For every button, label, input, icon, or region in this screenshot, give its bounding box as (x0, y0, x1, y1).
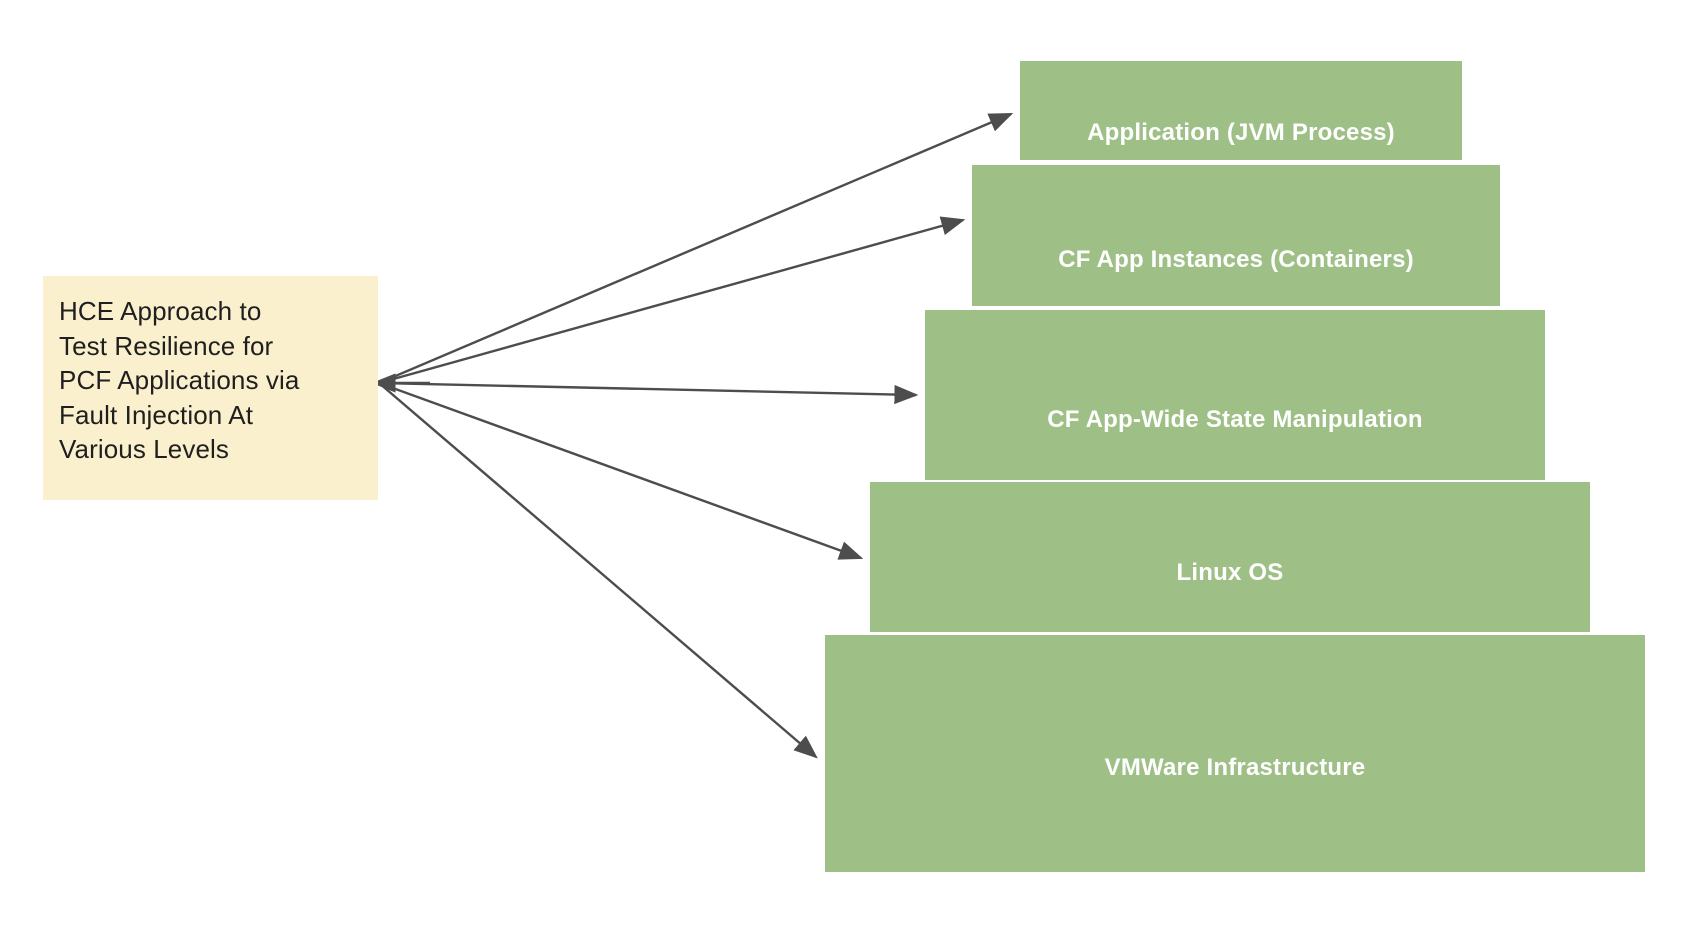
layer-box-cf-app-instances[interactable]: CF App Instances (Containers) (972, 165, 1500, 306)
hce-approach-note-text: HCE Approach to Test Resilience for PCF … (59, 296, 300, 465)
layer-label-linux-os: Linux OS (1176, 559, 1284, 586)
layer-label-cf-app-wide-state: CF App-Wide State Manipulation (1047, 406, 1423, 433)
layer-box-vmware-infrastructure[interactable]: VMWare Infrastructure (825, 635, 1645, 872)
layer-label-application: Application (JVM Process) (1087, 119, 1395, 146)
layer-label-vmware-infrastructure: VMWare Infrastructure (1104, 753, 1366, 781)
hce-approach-note-box[interactable]: HCE Approach to Test Resilience for PCF … (43, 276, 378, 500)
connector-to-appwide (378, 381, 919, 405)
connector-to-linux (378, 381, 864, 560)
connector-to-vmware (378, 382, 818, 759)
connector-to-application (378, 112, 1014, 385)
layer-box-cf-app-wide-state[interactable]: CF App-Wide State Manipulation (925, 310, 1545, 480)
layer-label-cf-app-instances: CF App Instances (Containers) (1058, 245, 1414, 273)
connector-to-instances (378, 216, 966, 385)
layer-box-linux-os[interactable]: Linux OS (870, 482, 1590, 632)
layer-box-application[interactable]: Application (JVM Process) (1020, 61, 1462, 160)
